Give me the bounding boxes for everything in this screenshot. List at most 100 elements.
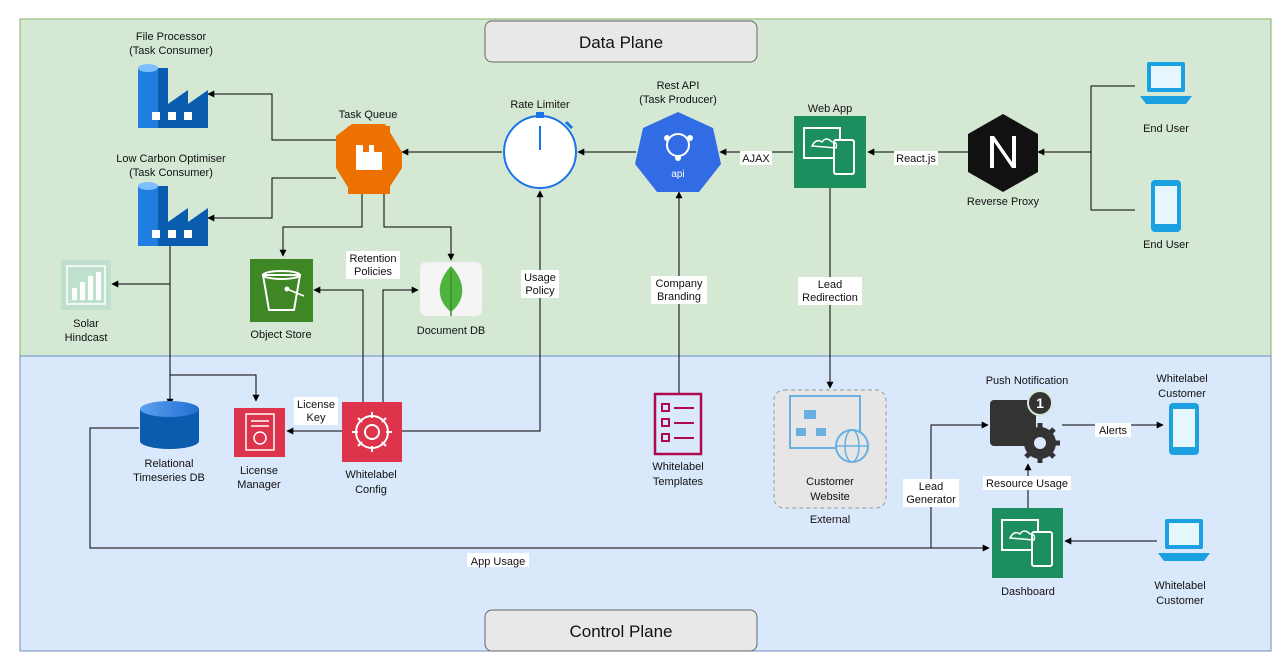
edge-label-react: React.js — [894, 151, 938, 165]
whitelabel-customer-1-node: Whitelabel Customer — [1156, 373, 1208, 455]
laptop-icon — [1158, 519, 1210, 561]
laptop-icon — [1140, 62, 1192, 104]
dashboard-icon — [992, 508, 1063, 578]
data-plane-header: Data Plane — [484, 20, 758, 63]
edges-retention-1: Policies — [354, 266, 392, 278]
edges-alerts-0: Alerts — [1099, 425, 1128, 437]
nodes-customer_website-0: Customer — [806, 476, 854, 488]
nodes-rest_api-0: Rest API — [657, 80, 700, 92]
edges-license_key-0: License — [297, 399, 335, 411]
nodes-web_app-0: Web App — [808, 103, 852, 115]
edges-retention-0: Retention — [349, 253, 396, 265]
rest-api-node: Rest API (Task Producer) api — [635, 80, 721, 192]
edge-config-objstore — [313, 286, 364, 402]
whitelabel-templates-node: Whitelabel Templates — [652, 392, 704, 488]
nodes-license_manager-1: Manager — [237, 479, 281, 491]
control-plane-title: Control Plane — [569, 622, 672, 641]
object-store-node: Object Store — [250, 259, 313, 341]
nodes-push_notification-0: Push Notification — [986, 375, 1069, 387]
edge-label-company-branding: Company Branding — [651, 276, 707, 304]
web-app-node: Web App — [794, 103, 866, 188]
edges-company_branding-0: Company — [655, 278, 703, 290]
nodes-solar_hindcast-1: Hindcast — [65, 332, 108, 344]
edges-ajax-0: AJAX — [742, 153, 770, 165]
edge-labels: AJAX React.js Retention Policies Usage P… — [294, 151, 1131, 568]
rate-limiter-node: Rate Limiter — [503, 99, 577, 189]
data-plane-title: Data Plane — [579, 33, 663, 52]
nodes-file_processor-1: (Task Consumer) — [129, 45, 213, 57]
solar-hindcast-node: Solar Hindcast — [61, 260, 111, 344]
nodes-whitelabel_config-1: Config — [355, 484, 387, 496]
nodes-customer_website-1: Website — [810, 491, 850, 503]
edge-queue-lowcarbon — [207, 177, 336, 222]
push-notification-node: Push Notification 1 — [986, 375, 1069, 463]
edges-lead_generator-0: Lead — [919, 481, 943, 493]
edge-label-usage-policy: Usage Policy — [521, 270, 559, 298]
bucket-icon — [250, 259, 313, 322]
edge-enduser2-proxy — [1090, 152, 1135, 211]
queue-icon — [336, 124, 402, 194]
edges-usage_policy-1: Policy — [525, 285, 555, 297]
edges-react-0: React.js — [896, 153, 936, 165]
nodes-end_user_2-0: End User — [1143, 239, 1189, 251]
nodes-whitelabel_config-0: Whitelabel — [345, 469, 396, 481]
end-user-2-node: End User — [1143, 180, 1189, 251]
nodes-reverse_proxy-0: Reverse Proxy — [967, 196, 1040, 208]
edge-queue-objstore — [279, 194, 363, 257]
nodes-whitelabel_customer_2-1: Customer — [1156, 595, 1204, 607]
nodes-whitelabel_templates-1: Templates — [653, 476, 704, 488]
whitelabel-customer-2-node: Whitelabel Customer — [1154, 519, 1210, 607]
file-processor-node: File Processor (Task Consumer) — [129, 31, 213, 128]
web-app-icon — [794, 116, 866, 188]
certificate-icon — [234, 408, 285, 457]
document-db-node: Document DB — [417, 262, 485, 337]
mongodb-leaf-icon — [420, 262, 482, 316]
chart-icon — [61, 260, 111, 310]
edges-app_usage-0: App Usage — [471, 556, 525, 568]
nodes-task_queue-0: Task Queue — [339, 109, 398, 121]
nodes-whitelabel_customer_1-1: Customer — [1158, 388, 1206, 400]
nginx-icon — [968, 114, 1038, 192]
nodes-license_manager-0: License — [240, 465, 278, 477]
edge-label-app-usage: App Usage — [467, 553, 529, 568]
gear-config-icon — [342, 402, 402, 462]
checklist-icon — [653, 392, 703, 456]
stopwatch-icon — [503, 112, 577, 189]
push-badge: 1 — [1036, 395, 1044, 411]
nodes-rate_limiter-0: Rate Limiter — [510, 99, 570, 111]
website-sitemap-icon — [789, 395, 869, 463]
nodes-dashboard-0: Dashboard — [1001, 586, 1055, 598]
nodes-relational_db-1: Timeseries DB — [133, 472, 205, 484]
relational-db-node: Relational Timeseries DB — [133, 401, 205, 484]
factory-icon — [138, 182, 208, 246]
edge-label-resource-usage: Resource Usage — [983, 476, 1071, 490]
nodes-whitelabel_templates-0: Whitelabel — [652, 461, 703, 473]
control-plane-header: Control Plane — [484, 609, 758, 652]
edge-label-license-key: License Key — [294, 397, 338, 425]
data-plane-region — [19, 18, 1272, 357]
nodes-low_carbon-0: Low Carbon Optimiser — [116, 153, 226, 165]
nodes-solar_hindcast-0: Solar — [73, 318, 99, 330]
api-icon-text: api — [671, 169, 684, 180]
end-user-1-node: End User — [1140, 62, 1192, 135]
nodes-relational_db-0: Relational — [145, 458, 194, 470]
phone-icon — [1151, 180, 1181, 232]
customer-website-node: Customer Website External — [773, 389, 887, 526]
edges-license_key-1: Key — [307, 412, 326, 424]
license-manager-node: License Manager — [234, 408, 285, 491]
nodes-whitelabel_customer_1-0: Whitelabel — [1156, 373, 1207, 385]
nodes-external-0: External — [810, 514, 850, 526]
edges-company_branding-1: Branding — [657, 291, 701, 303]
edge-label-retention: Retention Policies — [346, 251, 400, 279]
nodes-object_store-0: Object Store — [250, 329, 311, 341]
edges-lead_redirection-1: Redirection — [802, 292, 858, 304]
edges-resource_usage-0: Resource Usage — [986, 478, 1068, 490]
edge-enduser1-proxy — [1037, 85, 1135, 156]
task-queue-node: Task Queue — [336, 109, 402, 194]
edge-config-docdb — [382, 286, 419, 402]
edge-junction-license — [170, 374, 260, 402]
dashboard-node: Dashboard — [992, 508, 1063, 598]
edge-appusage — [89, 427, 990, 552]
